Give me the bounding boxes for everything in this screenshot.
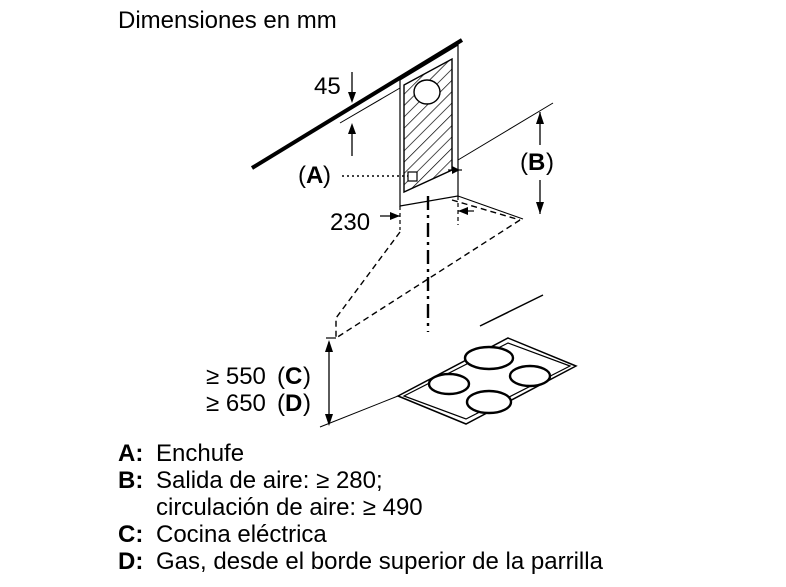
dim-45-lower-arrow — [348, 123, 356, 134]
burner-front-right — [465, 389, 513, 415]
label-a-open-paren: ( — [298, 162, 306, 189]
ceiling-line — [250, 38, 464, 170]
min-c-close-paren: ) — [303, 363, 311, 390]
dim-45-label: 45 — [314, 73, 341, 100]
legend-row-a: A: Enchufe — [118, 440, 603, 467]
dim-b-upper-arrow — [536, 112, 544, 124]
legend-text-d: Gas, desde el borde superior de la parri… — [156, 548, 603, 575]
legend: A: Enchufe B: Salida de aire: ≥ 280; circu… — [118, 440, 603, 575]
burner-front-left — [427, 372, 471, 396]
dim-min-lower-arrow — [325, 414, 333, 426]
hood-installation-diagram: Dimensiones en mm 45 ( A ) ( B ) 230 — [118, 7, 578, 428]
min-d-value: ≥ 650 — [206, 390, 266, 417]
hood-left-edge — [335, 231, 401, 338]
legend-row-b: B: Salida de aire: ≥ 280; — [118, 467, 603, 494]
label-a: A — [306, 162, 323, 189]
dim-45-upper-arrow — [348, 92, 356, 103]
b-lower-extension — [457, 195, 524, 220]
dim-230-left-arrow — [390, 212, 400, 220]
label-b-close-paren: ) — [546, 149, 554, 176]
dim-230-right-arrow — [458, 207, 468, 215]
dim-min-upper-arrow — [325, 340, 333, 352]
legend-row-b-continued: circulación de aire: ≥ 490 — [118, 494, 603, 521]
label-c: C — [285, 363, 302, 390]
legend-row-c: C: Cocina eléctrica — [118, 521, 603, 548]
legend-key-c: C: — [118, 521, 144, 548]
legend-text-b-2: circulación de aire: ≥ 490 — [156, 494, 423, 521]
min-d-close-paren: ) — [303, 390, 311, 417]
hood-top-edge — [451, 199, 521, 221]
min-c-value: ≥ 550 — [206, 363, 266, 390]
legend-text-a: Enchufe — [156, 440, 245, 467]
label-b-open-paren: ( — [520, 149, 528, 176]
legend-key-b: B: — [118, 467, 144, 494]
label-d: D — [285, 390, 302, 417]
diagram-title: Dimensiones en mm — [118, 7, 337, 34]
legend-text-c: Cocina eléctrica — [156, 521, 327, 548]
chimney-edge-arrow — [452, 166, 460, 174]
plug-icon — [407, 171, 418, 182]
label-b: B — [528, 149, 545, 176]
dim-b-lower-arrow — [536, 202, 544, 214]
label-a-close-paren: ) — [323, 162, 331, 189]
hood-front-edge — [335, 219, 521, 339]
burner-back-right — [508, 364, 552, 388]
min-c-open-paren: ( — [277, 363, 285, 390]
burner-back-left — [463, 345, 515, 371]
min-d-open-paren: ( — [277, 390, 285, 417]
dim-230-label: 230 — [330, 209, 370, 236]
b-upper-extension — [457, 102, 554, 161]
legend-row-d: D: Gas, desde el borde superior de la par… — [118, 548, 603, 575]
legend-text-b-1: Salida de aire: ≥ 280; — [156, 467, 383, 494]
legend-key-a: A: — [118, 440, 144, 467]
legend-key-d: D: — [118, 548, 144, 575]
air-duct-opening — [413, 79, 441, 105]
worktop-back-edge — [479, 294, 544, 327]
dim-min-bottom-extension — [319, 395, 399, 428]
dim-45-extension-line — [339, 87, 401, 124]
